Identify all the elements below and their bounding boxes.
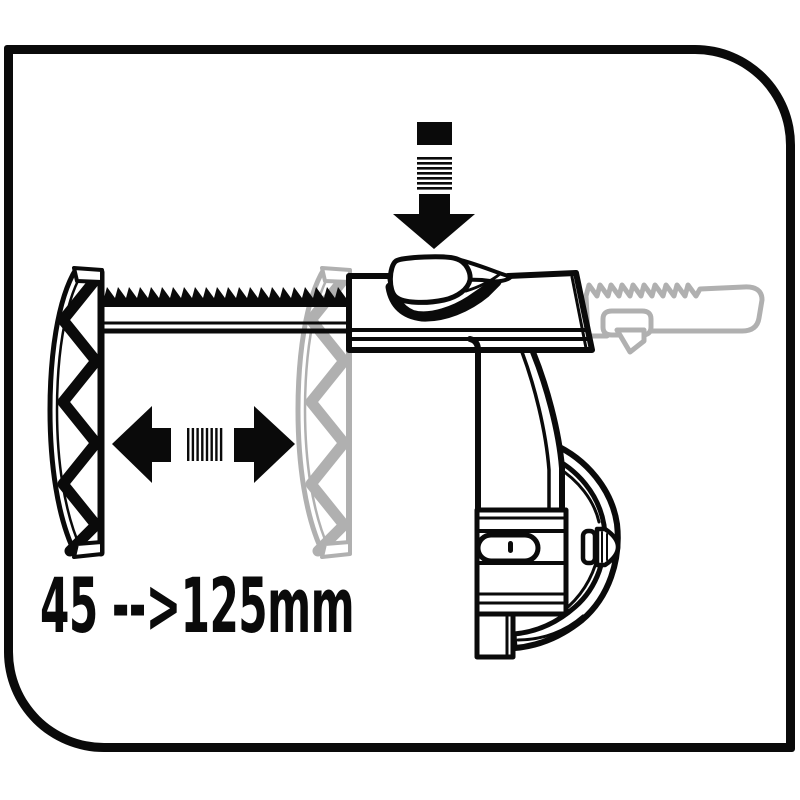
range-double-arrow-icon: [112, 406, 295, 483]
slot-pin: [508, 541, 513, 553]
grip-housing: [474, 507, 569, 660]
jaw-truss: [57, 273, 102, 557]
press-stripes: [417, 157, 452, 190]
ghost-jaw: [295, 266, 352, 559]
capacity-label: 45 -->125mm: [40, 563, 354, 651]
grip-lower-block: [474, 611, 516, 660]
pistol-grip: [467, 336, 565, 515]
fixed-jaw: [47, 266, 105, 559]
ghost-release-tab-flag: [614, 327, 647, 355]
bar-rail: [101, 287, 353, 334]
rounded-border-frame: [4, 45, 795, 752]
ghost-rail-extended: [583, 282, 765, 355]
rail-teeth: [104, 287, 350, 307]
spindle-knob: [580, 526, 621, 568]
lever-recess: [385, 277, 502, 322]
clamp-head: [346, 270, 595, 353]
range-stripes: [187, 428, 223, 461]
press-down-arrow-icon: [393, 122, 475, 249]
release-lever: [387, 254, 513, 305]
